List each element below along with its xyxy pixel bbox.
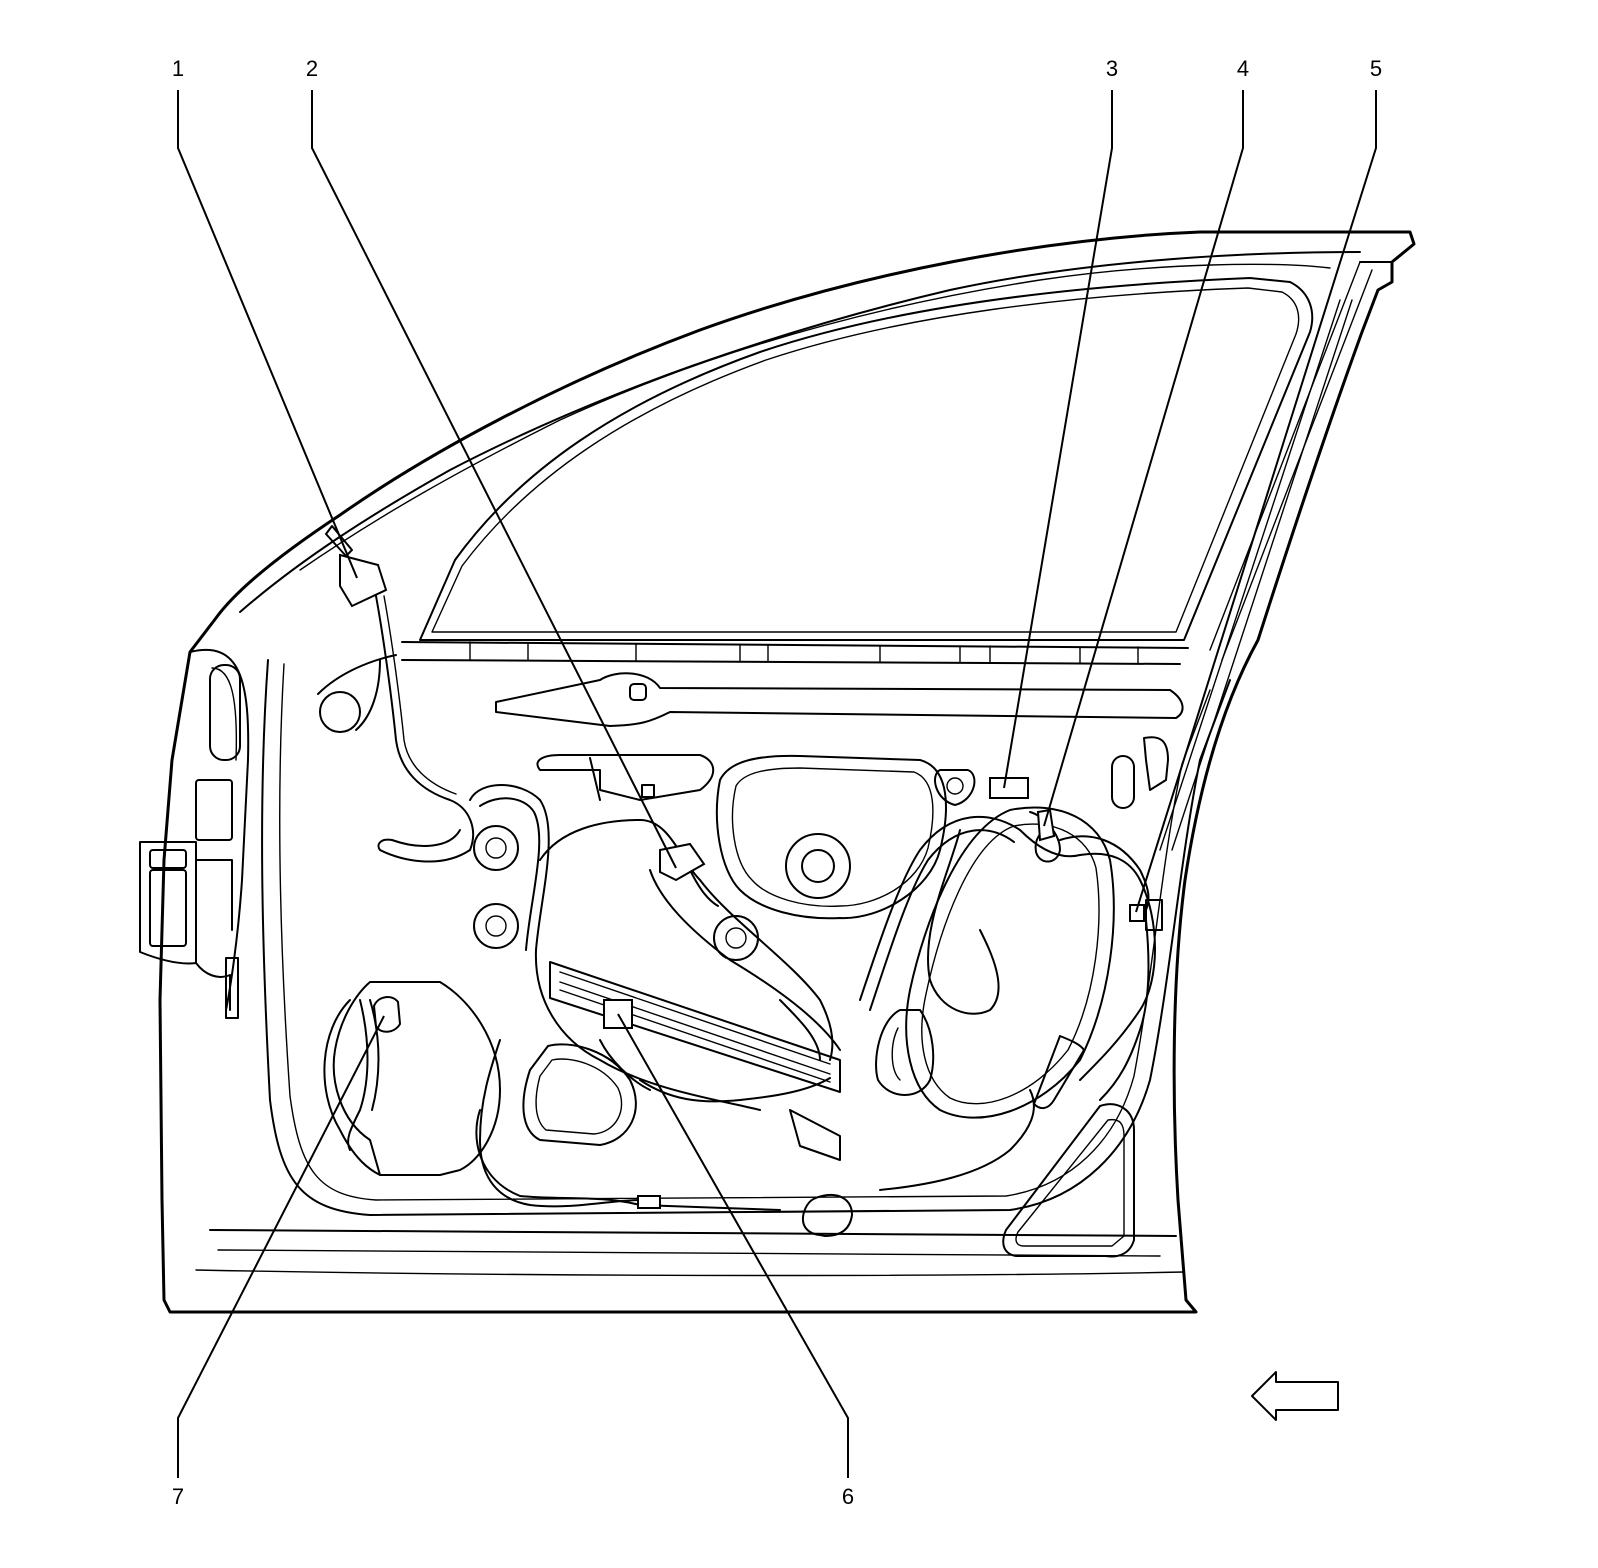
callout-label-4: 4 [1237, 56, 1249, 81]
callout-labels: 1 2 3 4 5 6 7 [172, 56, 1382, 1509]
door-module-connector-icon [1036, 808, 1056, 842]
mirror-connector-icon [339, 553, 388, 608]
door-shell [139, 230, 1416, 1314]
leader-line-1 [177, 90, 358, 579]
callout-label-2: 2 [306, 56, 318, 81]
lock-actuator-connector-icon [989, 777, 1029, 799]
leader-line-3 [1003, 90, 1113, 789]
inner-panel-details [317, 654, 1184, 1258]
leader-line-2 [311, 90, 677, 869]
harness-clip-icon [659, 842, 706, 882]
leader-lines [177, 90, 1377, 1478]
connectors [325, 525, 1145, 1209]
leader-line-4 [1043, 90, 1244, 827]
lower-clip-icon [637, 1195, 661, 1209]
callout-label-3: 3 [1106, 56, 1118, 81]
left-arrow-icon [1251, 1371, 1339, 1421]
leader-line-6 [617, 1013, 849, 1478]
leader-line-5 [1135, 90, 1377, 913]
callout-label-5: 5 [1370, 56, 1382, 81]
callout-label-1: 1 [172, 56, 184, 81]
rear-clip-icon [1129, 904, 1145, 922]
callout-label-7: 7 [172, 1484, 184, 1509]
leader-line-7 [177, 1015, 385, 1478]
wiring-harness [347, 595, 1156, 1208]
callout-label-6: 6 [842, 1484, 854, 1509]
